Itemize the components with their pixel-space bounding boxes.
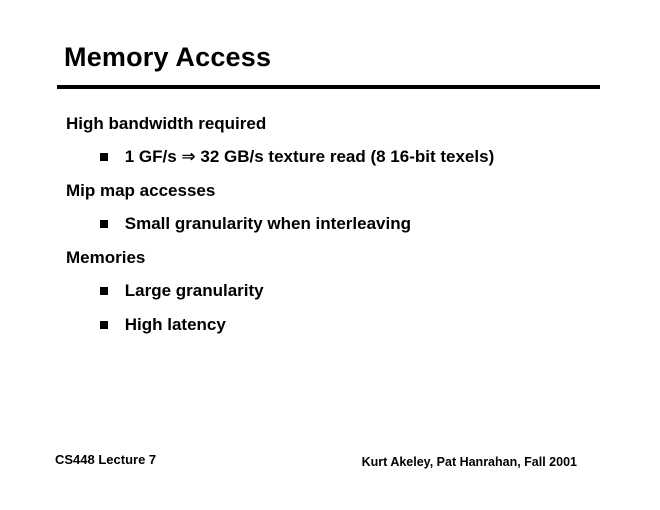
line-text: Small granularity when interleaving bbox=[124, 214, 411, 233]
bullet-line: Memories bbox=[66, 247, 145, 269]
line-text: Large granularity bbox=[124, 281, 264, 300]
bullet-line: High bandwidth required bbox=[66, 113, 266, 135]
slide-title: Memory Access bbox=[64, 42, 272, 72]
line-text: High latency bbox=[124, 315, 226, 334]
line-text: Mip map accesses bbox=[66, 181, 216, 200]
square-bullet-icon bbox=[100, 220, 108, 228]
line-text: 1 GF/s ⇒ 32 GB/s texture read (8 16-bit … bbox=[124, 147, 495, 166]
bullet-line: High latency bbox=[100, 314, 226, 336]
square-bullet-icon bbox=[100, 153, 108, 161]
footer-course-label: CS448 Lecture 7 bbox=[55, 452, 157, 467]
bullet-line: Large granularity bbox=[100, 280, 264, 302]
bullet-line: Small granularity when interleaving bbox=[100, 213, 411, 235]
bullet-line: Mip map accesses bbox=[66, 180, 215, 202]
square-bullet-icon bbox=[100, 287, 108, 295]
bullet-line: 1 GF/s ⇒ 32 GB/s texture read (8 16-bit … bbox=[100, 146, 494, 168]
line-text: High bandwidth required bbox=[66, 114, 267, 133]
line-text: Memories bbox=[66, 248, 146, 267]
square-bullet-icon bbox=[100, 321, 108, 329]
footer-authors-label: Kurt Akeley, Pat Hanrahan, Fall 2001 bbox=[361, 455, 577, 469]
title-underline-rule bbox=[57, 85, 600, 89]
